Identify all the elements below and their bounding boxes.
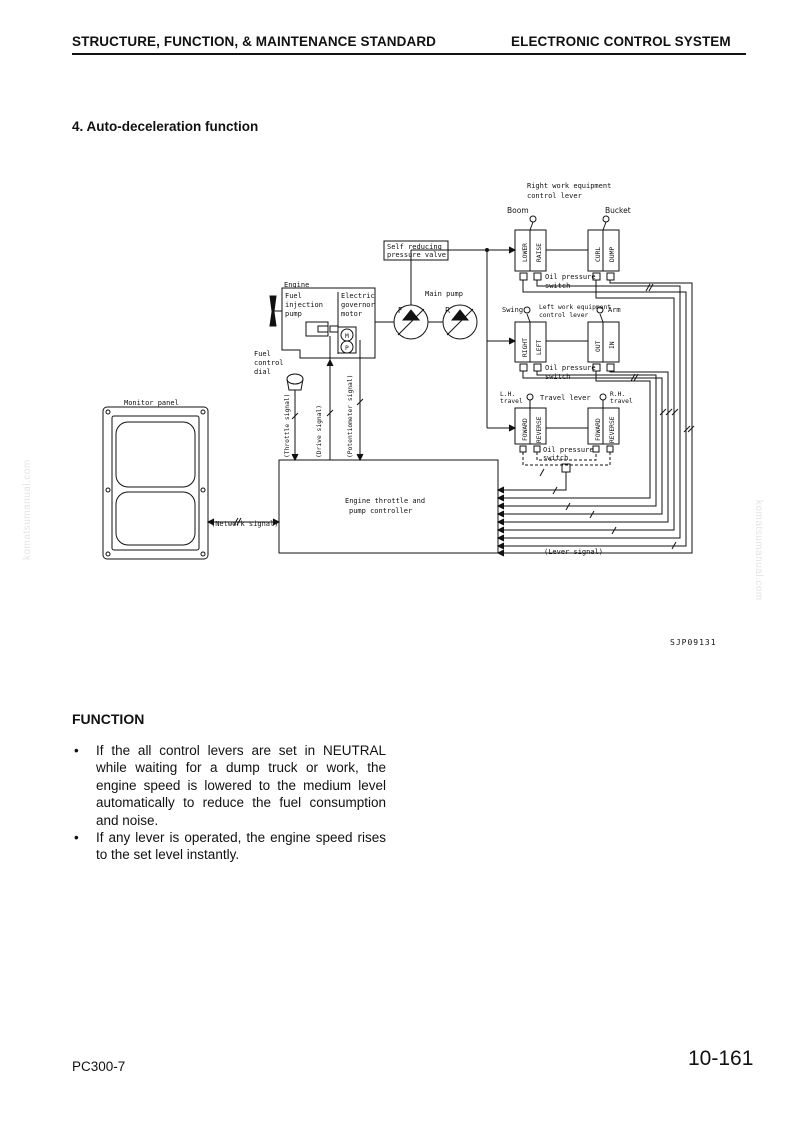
header-left-title: STRUCTURE, FUNCTION, & MAINTENANCE STAND… xyxy=(72,34,437,49)
engine-block xyxy=(281,287,376,359)
left-lever-label-1: Left work equipment xyxy=(539,304,611,311)
figure-code: SJP09131 xyxy=(670,638,717,647)
monitor-panel-label: Monitor panel xyxy=(124,399,179,407)
pump-r-label: R xyxy=(445,306,450,315)
right-lever-title-2: control lever xyxy=(527,192,582,200)
monitor-panel xyxy=(102,406,209,560)
main-pump-label: Main pump xyxy=(425,290,463,298)
boom-label: Boom xyxy=(507,206,529,215)
drive-signal-label: (Drive signal) xyxy=(316,405,323,458)
lower-label: LOWER xyxy=(522,243,529,262)
reverse-l-label: REVERSE xyxy=(536,416,543,443)
function-bullet-2: If any lever is operated, the engine spe… xyxy=(72,829,386,864)
lever-signal-label: (Lever signal) xyxy=(544,548,603,556)
bucket-label: Bucket xyxy=(605,206,631,215)
lh-travel-label-1: L.H. xyxy=(500,391,515,398)
controller-label-2: pump controller xyxy=(349,507,412,515)
potentiometer-signal-label: (Potentiometer signal) xyxy=(347,375,354,458)
header-right-title: ELECTRONIC CONTROL SYSTEM xyxy=(511,34,731,49)
self-reducing-label-1: Self reducing xyxy=(387,243,442,251)
footer-model: PC300-7 xyxy=(72,1059,126,1074)
forward-r-label: FOWARD xyxy=(595,418,602,441)
motor-m-label: M xyxy=(345,333,349,340)
throttle-signal-label: (Throttle signal) xyxy=(284,394,291,458)
right-lever-title-1: Right work equipment xyxy=(527,182,611,190)
left-label: LEFT xyxy=(536,340,543,355)
dump-label: DUMP xyxy=(609,247,616,262)
curl-label: CURL xyxy=(595,247,602,262)
section-title: 4. Auto-deceleration function xyxy=(72,119,259,134)
governor-label-3: motor xyxy=(341,310,362,318)
governor-label-2: governor xyxy=(341,301,375,309)
in-label: IN xyxy=(609,341,616,349)
out-label: OUT xyxy=(595,340,602,352)
auto-deceleration-diagram: Right work equipment control lever Boom … xyxy=(102,182,695,560)
pump-f-label: F xyxy=(398,306,402,315)
engine-label: Engine xyxy=(284,281,309,289)
fuel-dial-label-3: dial xyxy=(254,368,271,376)
fuel-injection-label-1: Fuel xyxy=(285,292,302,300)
travel-lever-label: Travel lever xyxy=(540,394,591,402)
reverse-r-label: REVERSE xyxy=(609,416,616,443)
right-label: RIGHT xyxy=(522,338,529,357)
oil-switch-3-label-a: Oil pressure xyxy=(543,446,594,454)
swing-label: Swing xyxy=(502,306,523,314)
oil-switch-3-label-b: switch xyxy=(543,454,568,462)
lh-travel-label-2: travel xyxy=(500,398,523,405)
left-lever-label-2: control lever xyxy=(539,312,588,319)
raise-label: RAISE xyxy=(536,243,543,262)
fuel-dial-label-2: control xyxy=(254,359,284,367)
oil-switch-2-label-a: Oil pressure xyxy=(545,364,596,372)
governor-label-1: Electric xyxy=(341,292,375,300)
arm-label: Arm xyxy=(608,306,621,314)
function-title: FUNCTION xyxy=(72,711,145,727)
network-signal-label: (Network signal) xyxy=(211,520,278,528)
fuel-dial-label-1: Fuel xyxy=(254,350,271,358)
controller-label-1: Engine throttle and xyxy=(345,497,425,505)
oil-switch-1-label-b: switch xyxy=(545,282,570,290)
fuel-injection-label-3: pump xyxy=(285,310,302,318)
oil-switch-2-label-b: switch xyxy=(545,373,570,381)
function-bullet-1: If the all control levers are set in NEU… xyxy=(72,742,386,829)
oil-switch-1-label-a: Oil pressure xyxy=(545,273,596,281)
forward-l-label: FOWARD xyxy=(522,418,529,441)
function-bullet-list: If the all control levers are set in NEU… xyxy=(72,742,386,864)
self-reducing-label-2: pressure valve xyxy=(387,251,446,259)
rh-travel-label-1: R.H. xyxy=(610,391,625,398)
fuel-injection-label-2: injection xyxy=(285,301,323,309)
header-rule xyxy=(72,53,746,55)
rh-travel-label-2: travel xyxy=(610,398,633,405)
motor-p-label: P xyxy=(345,345,349,352)
footer-page-number: 10-161 xyxy=(688,1047,754,1070)
